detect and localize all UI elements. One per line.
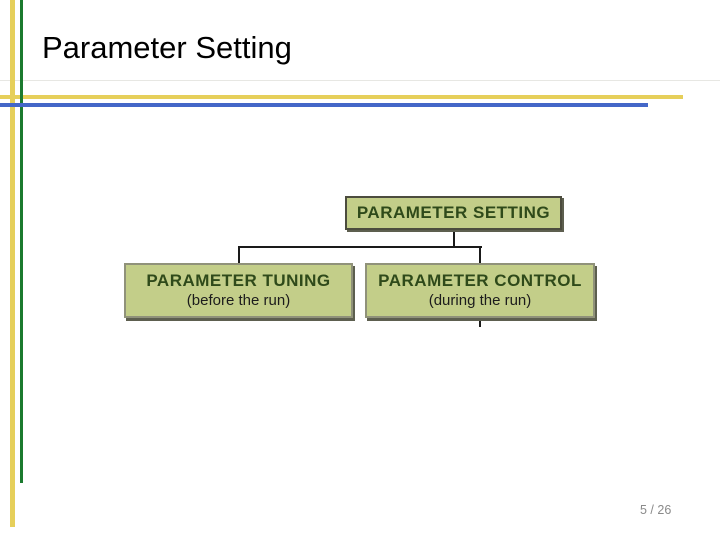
slide-title: Parameter Setting (42, 30, 292, 65)
connector-horizontal-bar (238, 246, 482, 248)
node-parameter-control: PARAMETER CONTROL (during the run) (365, 263, 595, 318)
node-parameter-setting-label: PARAMETER SETTING (356, 202, 551, 222)
node-parameter-setting: PARAMETER SETTING (345, 196, 562, 230)
faint-divider-line (0, 80, 720, 81)
node-parameter-control-note: (during the run) (428, 291, 532, 309)
connector-stub-below-right-child (479, 321, 481, 327)
page-number: 5 / 26 (640, 503, 672, 517)
connector-root-drop (453, 230, 455, 247)
node-parameter-tuning: PARAMETER TUNING (before the run) (124, 263, 353, 318)
node-parameter-tuning-note: (before the run) (186, 291, 291, 309)
green-vertical-accent-line (20, 0, 23, 483)
connector-right-child-drop (479, 247, 481, 263)
node-parameter-control-label: PARAMETER CONTROL (378, 271, 582, 291)
yellow-horizontal-accent-line (0, 95, 683, 99)
blue-horizontal-accent-line (0, 103, 648, 107)
yellow-vertical-accent-line (10, 0, 15, 527)
connector-left-child-drop (238, 247, 240, 263)
node-parameter-tuning-label: PARAMETER TUNING (146, 271, 331, 291)
